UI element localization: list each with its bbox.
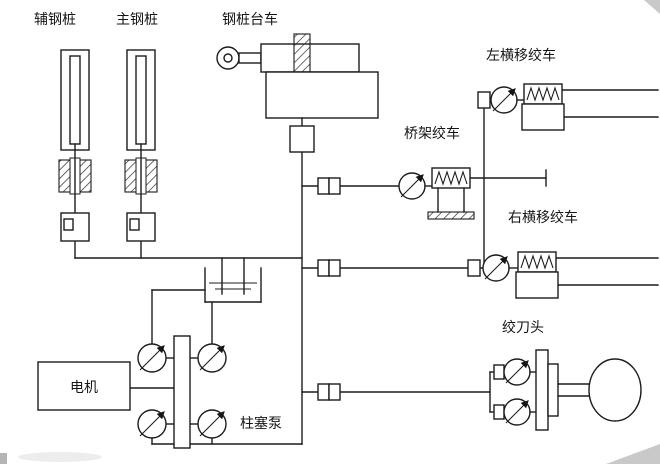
bridge-winch — [398, 167, 475, 220]
winch-base — [521, 103, 565, 131]
edge-artifact-bottom-left — [0, 453, 7, 464]
main-pile-assembly — [124, 49, 158, 242]
left-traverse-winch — [490, 83, 565, 131]
carriage-pin — [223, 53, 233, 63]
coupling-block — [493, 364, 505, 380]
pile-valve — [129, 218, 140, 231]
coupling-block — [493, 404, 505, 420]
drum-coil — [526, 86, 560, 102]
drum-coil — [434, 170, 468, 186]
pile-carriage-assembly — [216, 33, 379, 153]
coupling-block — [317, 259, 330, 277]
coupling-block — [477, 91, 491, 109]
left-traverse-winch-label: 左横移绞车 — [486, 47, 556, 64]
watermark-smudge — [18, 452, 102, 462]
cutter-head-assembly — [503, 349, 642, 431]
coupling-block — [328, 177, 341, 195]
cutter-gearbox — [547, 363, 559, 417]
carriage-piston-rod — [238, 52, 262, 64]
corner-artifact-top-right — [644, 0, 660, 14]
aux-pile-assembly — [58, 49, 92, 242]
cutter-crown — [588, 358, 642, 422]
winch-drum — [431, 167, 471, 189]
carriage-valve-block — [289, 125, 315, 153]
pile-carriage-label: 钢桩台车 — [222, 11, 278, 28]
pile-valve — [63, 218, 74, 231]
aux-pile-label: 辅钢桩 — [34, 11, 76, 28]
motor-outline — [37, 361, 131, 411]
bridge-winch-label: 桥架绞车 — [404, 125, 460, 142]
cutter-gearbox-plate — [535, 349, 549, 431]
right-traverse-winch — [482, 251, 559, 299]
plunger-pump-label: 柱塞泵 — [240, 415, 282, 432]
motor-label: 电机 — [70, 380, 98, 396]
winch-foundation — [427, 211, 475, 220]
cutter-head-label: 绞刀头 — [502, 319, 544, 336]
pile-rod — [69, 55, 81, 145]
pump-drive-shaft — [173, 335, 191, 449]
coupling-block — [328, 383, 341, 401]
winch-base — [515, 271, 559, 299]
coupling-block — [317, 383, 330, 401]
oil-tank — [204, 267, 262, 303]
carriage-frame — [265, 71, 379, 119]
pile-rod — [135, 55, 147, 145]
corner-artifact-bottom-right — [606, 444, 660, 464]
motor-box: 电机 — [37, 361, 131, 411]
carriage-pile-clamp — [293, 33, 311, 75]
pump-group — [137, 335, 227, 449]
pipe-network — [74, 89, 659, 445]
drum-coil — [520, 254, 554, 270]
right-traverse-winch-label: 右横移绞车 — [508, 209, 578, 226]
main-pile-label: 主钢桩 — [116, 11, 158, 28]
coupling-block — [467, 259, 481, 277]
coupling-block — [328, 259, 341, 277]
coupling-block — [317, 177, 330, 195]
